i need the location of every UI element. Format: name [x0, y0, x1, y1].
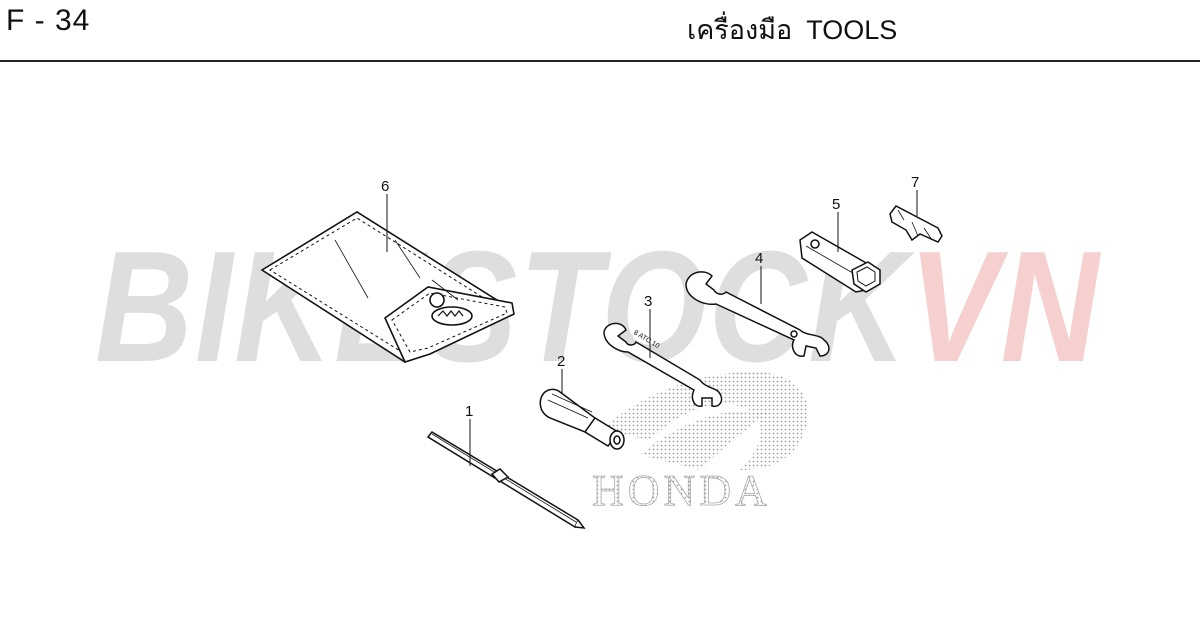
- honda-wing-logo: HONDA: [592, 371, 808, 515]
- honda-logo-text: HONDA: [592, 466, 771, 515]
- page-title: เครื่องมือ TOOLS: [687, 8, 897, 51]
- fuse-puller: [889, 205, 943, 243]
- open-end-wrench-14x17: [685, 271, 830, 357]
- callout-7-label: 7: [911, 174, 919, 191]
- screwdriver: [426, 431, 586, 529]
- page-code: F - 34: [6, 4, 91, 37]
- callout-2-label: 2: [557, 353, 565, 370]
- callout-3: 3: [644, 293, 652, 358]
- page-title-thai: เครื่องมือ: [687, 15, 793, 46]
- callout-6: 6: [381, 178, 389, 252]
- tool-bag: [260, 211, 515, 363]
- callout-1-label: 1: [465, 403, 473, 420]
- callout-5-label: 5: [832, 196, 840, 213]
- callout-2: 2: [557, 353, 565, 394]
- callout-7: 7: [911, 174, 919, 216]
- callout-3-label: 3: [644, 293, 652, 310]
- box-wrench: [799, 231, 881, 293]
- callout-6-label: 6: [381, 178, 389, 195]
- callout-1: 1: [465, 403, 473, 466]
- callout-5: 5: [832, 196, 840, 252]
- header-divider: [0, 60, 1200, 62]
- callout-4: 4: [755, 250, 763, 304]
- callout-4-label: 4: [755, 250, 763, 267]
- screwdriver-handle: [539, 388, 625, 450]
- page-title-english: TOOLS: [806, 15, 898, 45]
